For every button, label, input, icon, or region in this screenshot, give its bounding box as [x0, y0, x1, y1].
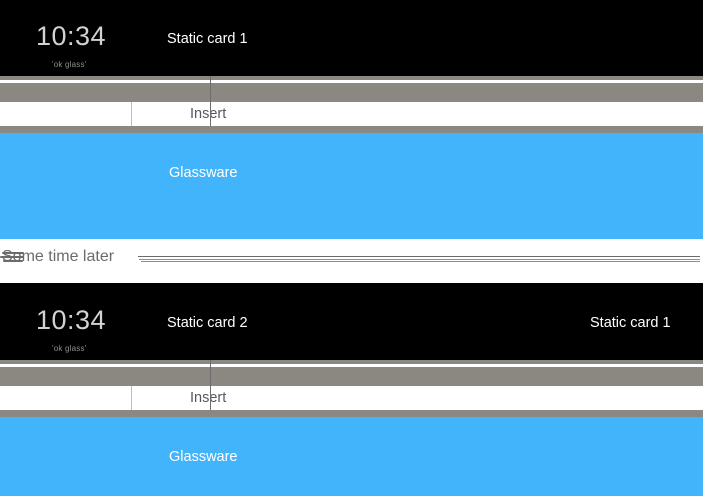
transition-rule-bottom — [141, 261, 700, 262]
insert-label-2: Insert — [190, 390, 227, 406]
glassware-band-1: Glassware — [0, 133, 703, 239]
timeline-rail-2 — [0, 126, 703, 133]
glassware-band-2: Glassware — [0, 417, 703, 496]
glass-card-label-2-static-card-1: Static card 1 — [590, 315, 671, 331]
insert-band-1: Insert — [0, 102, 703, 126]
transition-rule-mid — [139, 259, 700, 260]
glass-card-label-1-static-card-1: Static card 1 — [167, 31, 248, 47]
glass-clock-1: 10:34 — [36, 21, 107, 51]
glass-clock-2: 10:34 — [36, 305, 107, 335]
glass-card-strip-2: 10:34 'ok glass' Static card 2 Static ca… — [0, 283, 703, 360]
insert-band-2: Insert — [0, 386, 703, 410]
timeline-rail-thin-2 — [0, 360, 703, 364]
glass-card-strip-1: 10:34 'ok glass' Static card 1 — [0, 0, 703, 76]
glassware-label-2: Glassware — [169, 449, 238, 465]
timeline-rail-thin-1 — [0, 76, 703, 80]
insert-connector-line-2 — [210, 360, 211, 417]
insert-connector-line-2-light — [131, 386, 132, 410]
timeline-rail-gap-1 — [0, 80, 703, 83]
timeline-rail-4 — [0, 410, 703, 417]
transition-label: Some time later — [2, 248, 115, 265]
glass-voice-hint-2: 'ok glass' — [52, 344, 87, 353]
timeline-rail-3 — [0, 367, 703, 386]
insert-connector-line-1 — [210, 76, 211, 133]
glass-card-label-2-static-card-2: Static card 2 — [167, 315, 248, 331]
glassware-label-1: Glassware — [169, 165, 238, 181]
insert-connector-line-1-light — [131, 102, 132, 126]
transition-band: Some time later — [0, 239, 703, 283]
timeline-rail-1 — [0, 83, 703, 102]
glass-voice-hint-1: 'ok glass' — [52, 60, 87, 69]
insert-label-1: Insert — [190, 106, 227, 122]
arrow-right-icon — [0, 252, 26, 264]
timeline-rail-gap-2 — [0, 364, 703, 367]
transition-rule-top — [138, 256, 700, 257]
